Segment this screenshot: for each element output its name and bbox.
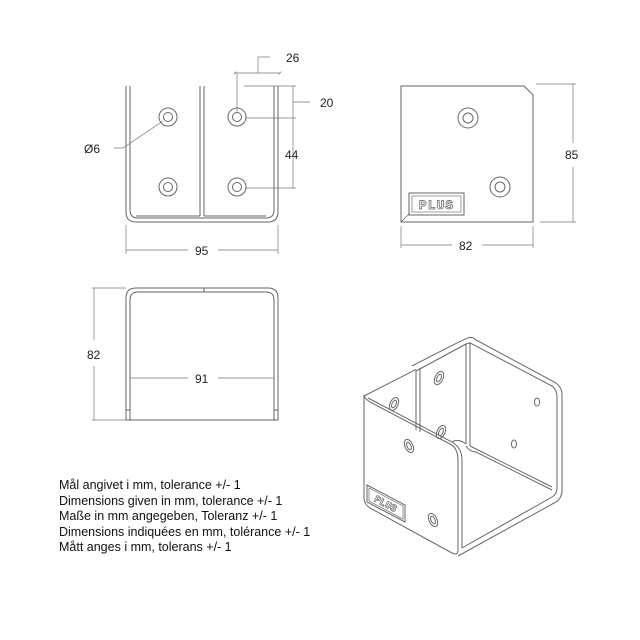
top-inner-width-label: 91 bbox=[195, 372, 209, 386]
svg-text:PLUS: PLUS bbox=[372, 495, 398, 516]
front-width-label: 95 bbox=[195, 244, 209, 258]
side-width-label: 82 bbox=[459, 239, 473, 253]
hole-spacing-horizontal-label: 26 bbox=[286, 51, 300, 65]
hole-diameter-label: Ø6 bbox=[84, 142, 100, 156]
top-height-label: 82 bbox=[87, 348, 101, 362]
note-english: Dimensions given in mm, tolerance +/- 1 bbox=[59, 493, 283, 508]
note-swedish: Mått anges i mm, tolerans +/- 1 bbox=[59, 540, 232, 555]
note-danish: Mål angivet i mm, tolerance +/- 1 bbox=[59, 478, 241, 492]
tolerance-notes: Mål angivet i mm, tolerance +/- 1 Dimens… bbox=[59, 478, 310, 556]
front-view bbox=[114, 56, 310, 254]
plus-logo: PLUS bbox=[408, 192, 465, 216]
mounting-holes bbox=[158, 107, 247, 197]
hole-spacing-vertical-label: 44 bbox=[285, 148, 299, 162]
note-french: Dimensions indiquées en mm, tolérance +/… bbox=[59, 524, 311, 539]
top-view bbox=[92, 287, 279, 421]
svg-text:PLUS: PLUS bbox=[419, 198, 454, 213]
note-german: Maße in mm angegeben, Toleranz +/- 1 bbox=[59, 509, 278, 524]
side-view: PLUS bbox=[400, 83, 576, 248]
isometric-view: PLUS bbox=[363, 336, 563, 557]
hole-offset-top-label: 20 bbox=[320, 96, 334, 110]
side-height-label: 85 bbox=[565, 148, 579, 162]
